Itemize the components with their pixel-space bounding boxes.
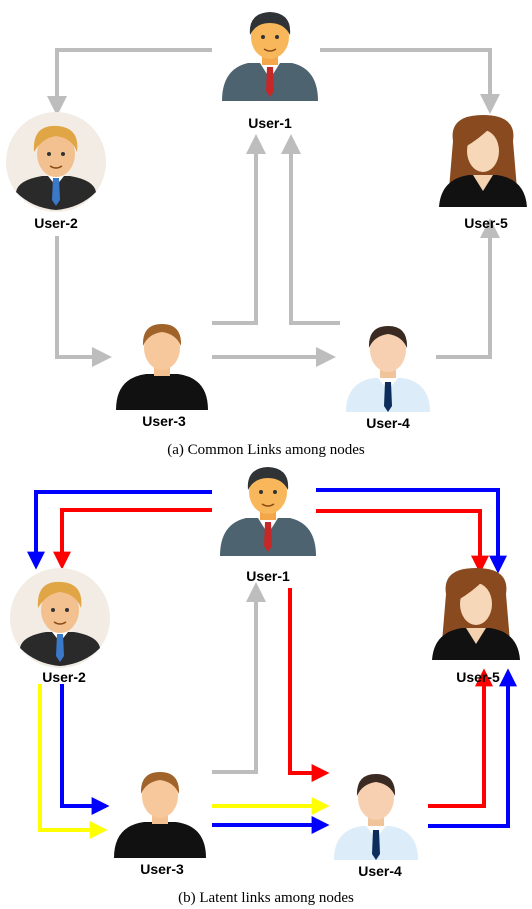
edge-b-red-user4-user5: [428, 668, 493, 808]
edge-a-user4-user1: [281, 134, 340, 325]
panel-b-edges: [27, 488, 517, 839]
panel-b-user4-node: User-4: [334, 774, 418, 879]
user-avatar-icon: [432, 568, 520, 660]
panel-b-user5-node: User-5: [432, 568, 520, 685]
user2-label: User-2: [34, 215, 78, 231]
panel-a-user1-node: User-1: [221, 11, 319, 131]
user1-label: User-1: [246, 568, 290, 584]
user4-label: User-4: [358, 863, 402, 879]
user3-label: User-3: [140, 861, 184, 877]
edge-a-user1-user2: [47, 48, 212, 116]
user-avatar-icon: [114, 772, 206, 858]
edge-b-red-user1-user2: [53, 508, 212, 570]
edge-b-yellow-user2-user3: [38, 684, 108, 839]
panel-a: User-1 User-2 User-5 User-3 User-4 (a) C…: [5, 11, 527, 458]
panel-b-user3-node: User-3: [114, 772, 206, 877]
edge-b-blue-user1-user2: [27, 490, 212, 570]
panel-a-common-edges: [47, 48, 500, 367]
edge-a-user3-user1: [212, 134, 266, 325]
panel-a-user2-node: User-2: [5, 111, 107, 231]
user-avatar-icon: [346, 326, 430, 412]
user-avatar-icon: [9, 567, 111, 669]
user1-label: User-1: [248, 115, 292, 131]
user-avatar-icon: [334, 774, 418, 860]
panel-b: User-1 User-2 User-5 User-3 User-4 (b) L…: [9, 466, 520, 906]
edge-b-red-user1-user5: [316, 509, 489, 574]
panel-b-user2-node: User-2: [9, 567, 111, 685]
user5-label: User-5: [464, 215, 508, 231]
caption-b: (b) Latent links among nodes: [178, 890, 354, 906]
edge-b-blue-user4-user5: [428, 668, 517, 828]
user-avatar-icon: [439, 115, 527, 207]
edge-b-blue-user1-user5: [316, 488, 507, 574]
user2-label: User-2: [42, 669, 86, 685]
user5-label: User-5: [456, 669, 500, 685]
edge-b-gray-user3-user1: [212, 582, 266, 774]
edge-a-user2-user3: [55, 236, 112, 367]
panel-a-user5-node: User-5: [439, 115, 527, 231]
edge-b-red-user1-user4: [288, 588, 330, 782]
user-avatar-icon: [5, 111, 107, 213]
caption-a: (a) Common Links among nodes: [167, 442, 365, 458]
panel-a-user4-node: User-4: [346, 326, 430, 431]
edge-b-blue-user2-user3: [60, 684, 110, 815]
user4-label: User-4: [366, 415, 410, 431]
user-avatar-icon: [219, 466, 317, 557]
user-avatar-icon: [221, 11, 319, 102]
user3-label: User-3: [142, 413, 186, 429]
user-avatar-icon: [116, 324, 208, 410]
edge-a-user1-user5: [320, 48, 500, 114]
edge-a-user4-user5: [436, 218, 500, 359]
panel-a-user3-node: User-3: [116, 324, 208, 429]
panel-b-user1-node: User-1: [219, 466, 317, 584]
